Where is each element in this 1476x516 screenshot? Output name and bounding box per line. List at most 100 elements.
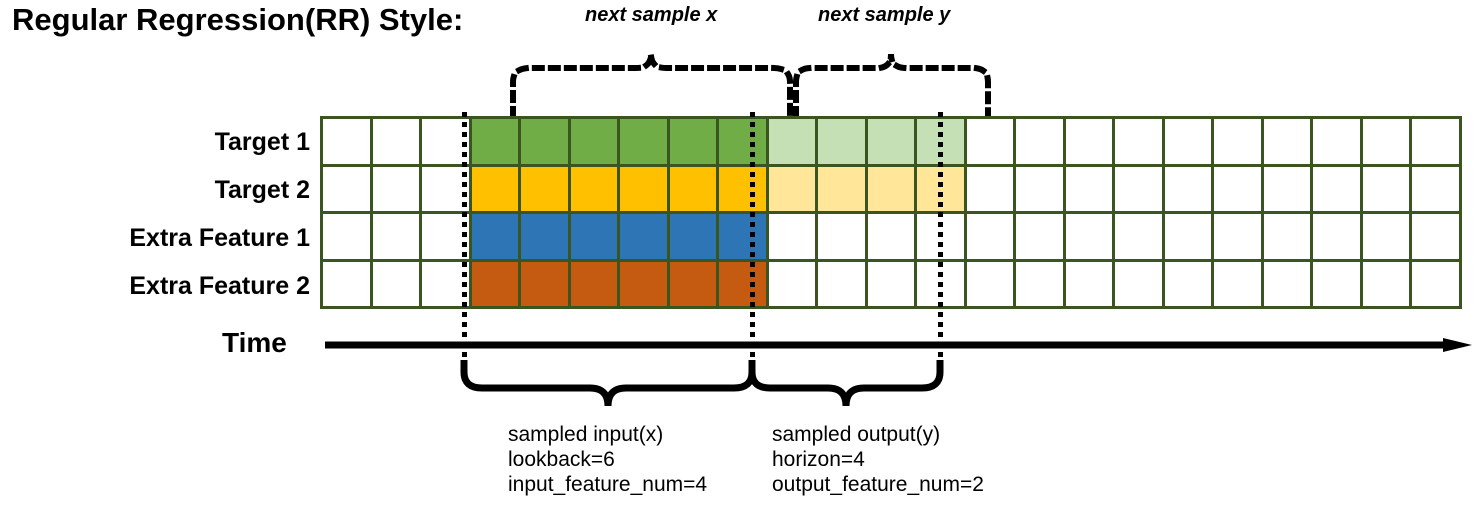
row-label-target-1: Target 1 (214, 128, 310, 156)
grid-cell (669, 166, 717, 211)
time-axis-label: Time (222, 327, 287, 358)
grid-cell (521, 166, 568, 211)
grid-cell (1164, 119, 1212, 164)
output-end-guide (938, 112, 943, 362)
grid-cell (1214, 119, 1261, 164)
grid-cell (966, 261, 1014, 306)
grid-cell (620, 166, 667, 211)
bottom-solid-braces (460, 360, 944, 407)
grid-cell (768, 261, 816, 306)
grid-cell (1016, 261, 1063, 306)
grid-cell (1214, 261, 1261, 306)
grid-cell (1263, 166, 1311, 211)
sampled-output-line-2: horizon=4 (772, 448, 865, 471)
grid-cell (768, 119, 816, 164)
grid-cell (323, 119, 370, 164)
grid-cell (372, 166, 420, 211)
grid-cell (620, 119, 667, 164)
grid-cell (1164, 214, 1212, 259)
grid-cell (1065, 214, 1113, 259)
grid-cell (1263, 214, 1311, 259)
grid-cell (521, 214, 568, 259)
grid-cell (1115, 119, 1162, 164)
grid-cell (570, 261, 618, 306)
next-sample-y-label: next sample y (818, 4, 951, 26)
grid-cell (471, 214, 519, 259)
grid-cell (768, 166, 816, 211)
grid-cell (521, 119, 568, 164)
grid-cell (719, 119, 766, 164)
sampled-output-line-1: sampled output(y) (772, 423, 941, 446)
grid-cell (323, 261, 370, 306)
grid-cell (422, 214, 469, 259)
grid-cell (620, 214, 667, 259)
grid-cell (372, 214, 420, 259)
grid-cell (768, 214, 816, 259)
grid-cell (1412, 261, 1459, 306)
grid-row-target-2 (323, 166, 1459, 211)
grid-cell (1164, 166, 1212, 211)
grid-cell (1313, 166, 1360, 211)
grid-cell (818, 166, 865, 211)
grid-cell (1016, 166, 1063, 211)
grid-cell (1412, 166, 1459, 211)
next-sample-x-label: next sample x (585, 4, 718, 26)
grid-cell (1412, 214, 1459, 259)
grid-cell (1115, 166, 1162, 211)
grid-cell (1115, 261, 1162, 306)
grid-cell (1362, 166, 1410, 211)
grid-cell (1313, 261, 1360, 306)
grid-cell (1412, 119, 1459, 164)
grid-cell (1263, 261, 1311, 306)
grid-cell (521, 261, 568, 306)
row-label-extra-feature-2: Extra Feature 2 (129, 272, 310, 300)
grid-cell (1065, 166, 1113, 211)
grid-cell (1214, 166, 1261, 211)
grid-cell (966, 214, 1014, 259)
grid-cell (1313, 119, 1360, 164)
grid-cell (422, 119, 469, 164)
grid-cell (1313, 214, 1360, 259)
time-axis-arrow (325, 338, 1472, 352)
grid-cell (1362, 261, 1410, 306)
grid-row-extra-feature-1 (323, 214, 1459, 259)
grid-cell (471, 119, 519, 164)
grid-cell (1362, 214, 1410, 259)
grid-cell (1115, 214, 1162, 259)
grid-cell (818, 214, 865, 259)
grid-cell (372, 261, 420, 306)
grid-cell (669, 214, 717, 259)
page-title: Regular Regression(RR) Style: (12, 2, 464, 37)
grid-cell (422, 261, 469, 306)
grid-cell (1016, 119, 1063, 164)
sampled-input-note: sampled input(x) lookback=6 input_featur… (508, 422, 707, 497)
grid-cell (1362, 119, 1410, 164)
grid-cell (867, 119, 915, 164)
grid-cell (323, 214, 370, 259)
grid-row-extra-feature-2 (323, 261, 1459, 306)
input-end-guide (750, 112, 755, 362)
grid-cell (1164, 261, 1212, 306)
row-label-extra-feature-1: Extra Feature 1 (129, 224, 310, 252)
sampled-input-line-1: sampled input(x) (508, 423, 664, 446)
grid-cell (422, 166, 469, 211)
grid-cell (620, 261, 667, 306)
grid-cell (570, 119, 618, 164)
grid-cell (719, 261, 766, 306)
grid-cell (570, 166, 618, 211)
grid-cell (1065, 119, 1113, 164)
grid-cell (1263, 119, 1311, 164)
grid-cell (471, 261, 519, 306)
grid-cell (719, 166, 766, 211)
grid-cell (570, 214, 618, 259)
grid-cell (372, 119, 420, 164)
grid-cell (1214, 214, 1261, 259)
grid-row-target-1 (323, 119, 1459, 164)
input-start-guide (462, 112, 467, 362)
grid-cell (867, 166, 915, 211)
grid-cell (669, 119, 717, 164)
grid-cell (471, 166, 519, 211)
sampled-output-note: sampled output(y) horizon=4 output_featu… (772, 422, 984, 497)
grid-cell (867, 261, 915, 306)
